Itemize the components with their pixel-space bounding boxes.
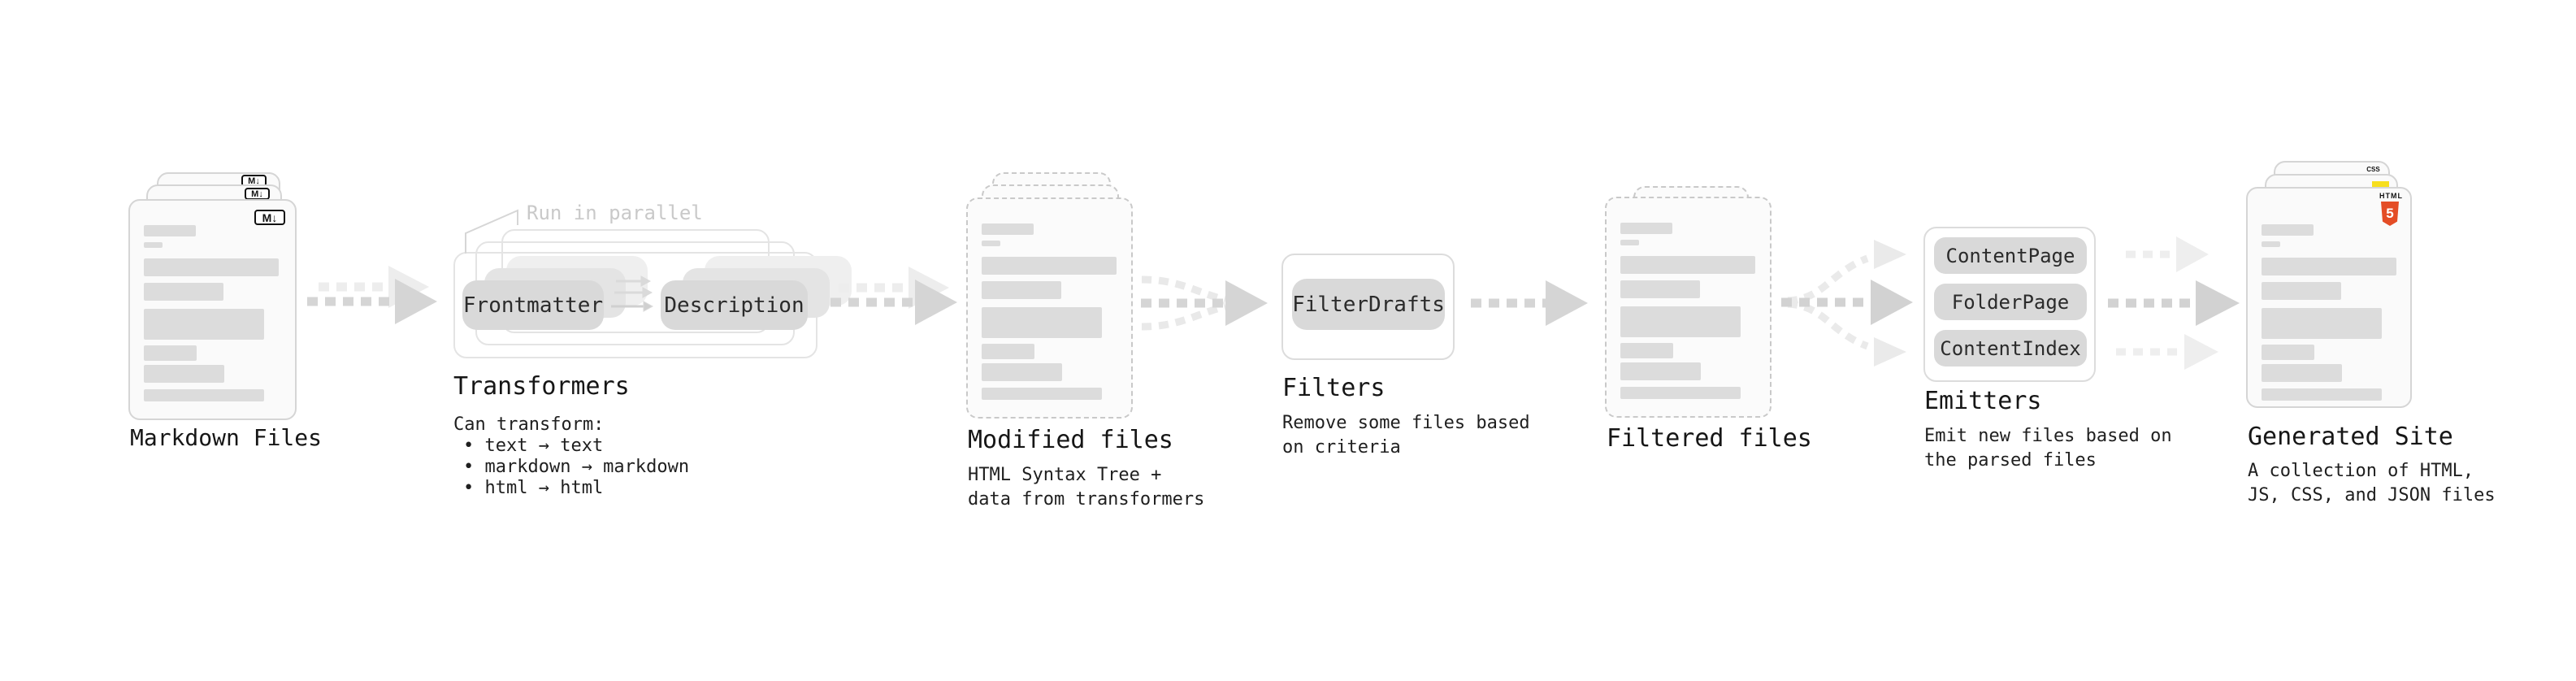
text-placeholder-bars bbox=[130, 201, 295, 401]
generated-site-caption: A collection of HTML, JS, CSS, and JSON … bbox=[2248, 461, 2496, 505]
markdown-files-label: Markdown Files bbox=[130, 424, 323, 451]
emitters-caption: Emit new files based on the parsed files bbox=[1924, 426, 2172, 471]
markdown-icon: M↓ bbox=[254, 210, 285, 225]
transformers-caption: Can transform: • text → text • markdown … bbox=[453, 414, 689, 499]
filters-caption: Remove some files based on criteria bbox=[1282, 413, 1530, 458]
modified-files-caption: HTML Syntax Tree + data from transformer… bbox=[968, 465, 1205, 510]
markdown-icon: M↓ bbox=[245, 188, 270, 200]
transform-bullet: • markdown → markdown bbox=[463, 457, 690, 477]
arrow-emitters-to-generated bbox=[2108, 236, 2240, 370]
stage-modified-files bbox=[966, 159, 1177, 427]
can-transform-heading: Can transform: bbox=[453, 414, 605, 435]
run-in-parallel-annotation: Run in parallel bbox=[527, 202, 703, 224]
javascript-icon bbox=[2372, 181, 2389, 189]
text-placeholder-bars bbox=[1607, 198, 1770, 399]
frontmatter-pill: Frontmatter bbox=[462, 280, 604, 330]
markdown-icon: M↓ bbox=[241, 175, 267, 187]
stage-generated-site: CSS HTML 5 bbox=[2246, 159, 2457, 427]
description-pill: Description bbox=[661, 280, 808, 330]
transform-bullet: • text → text bbox=[463, 436, 604, 456]
markdown-file-card-front: M↓ bbox=[128, 199, 297, 420]
text-placeholder-bars bbox=[2248, 189, 2410, 401]
stage-filtered-files bbox=[1605, 159, 1816, 427]
arrow-filters-to-filtered bbox=[1471, 280, 1588, 326]
modified-files-title: Modified files bbox=[968, 426, 1173, 454]
transform-bullet: • html → html bbox=[463, 478, 604, 498]
generated-site-title: Generated Site bbox=[2248, 423, 2453, 451]
generated-file-card-front: HTML 5 bbox=[2246, 187, 2412, 408]
stage-markdown-files: M↓ M↓ M↓ bbox=[128, 159, 340, 427]
filters-title: Filters bbox=[1282, 374, 1386, 402]
contentpage-pill: ContentPage bbox=[1934, 237, 2087, 274]
html5-icon: HTML 5 bbox=[2379, 193, 2402, 226]
contentindex-pill: ContentIndex bbox=[1934, 330, 2087, 367]
emitters-title: Emitters bbox=[1924, 387, 2042, 415]
filterdrafts-pill: FilterDrafts bbox=[1292, 279, 1445, 330]
modified-file-card-front bbox=[966, 197, 1133, 419]
filtered-files-title: Filtered files bbox=[1607, 424, 1812, 453]
transformers-title: Transformers bbox=[453, 372, 630, 401]
filtered-file-card-front bbox=[1605, 197, 1772, 418]
text-placeholder-bars bbox=[968, 199, 1131, 400]
folderpage-pill: FolderPage bbox=[1934, 284, 2087, 320]
